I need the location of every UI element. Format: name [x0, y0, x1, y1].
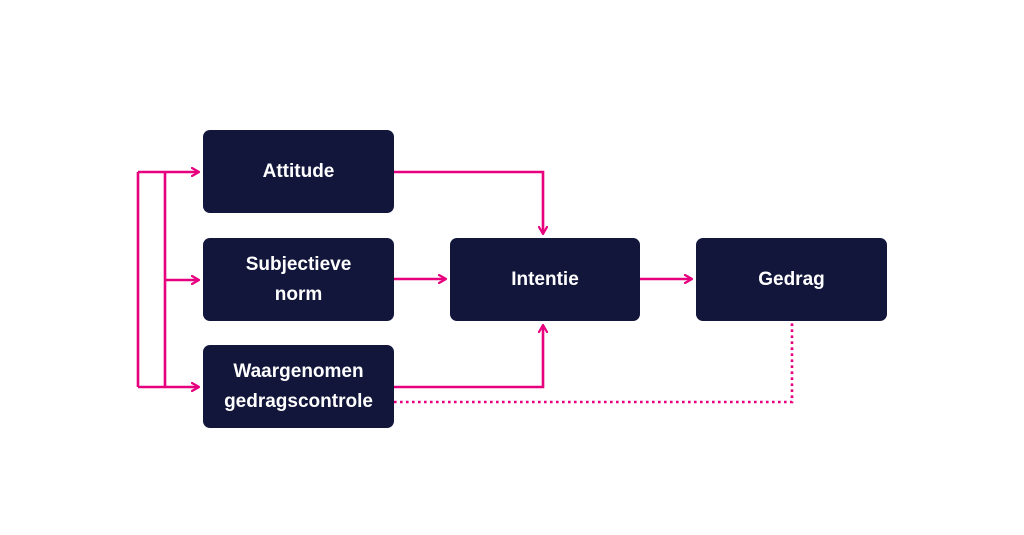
subjective-norm-node: Subjectieve norm — [203, 238, 394, 321]
subjective-norm-label: Subjectieve norm — [245, 253, 352, 305]
arrow-control-to-intention — [394, 325, 543, 389]
dotted-link-control-to-behavior — [394, 321, 794, 404]
intention-label: Intentie — [511, 268, 579, 290]
intention-node: Intentie — [450, 238, 640, 321]
behavior-label: Gedrag — [758, 268, 825, 290]
perceived-control-node: Waargenomen gedragscontrole — [203, 345, 394, 428]
perceived-control-label: Waargenomen gedragscontrole — [224, 360, 373, 412]
behavior-node: Gedrag — [696, 238, 887, 321]
attitude-label: Attitude — [262, 160, 335, 182]
attitude-node: Attitude — [203, 130, 394, 213]
arrow-attitude-to-intention — [394, 170, 543, 234]
